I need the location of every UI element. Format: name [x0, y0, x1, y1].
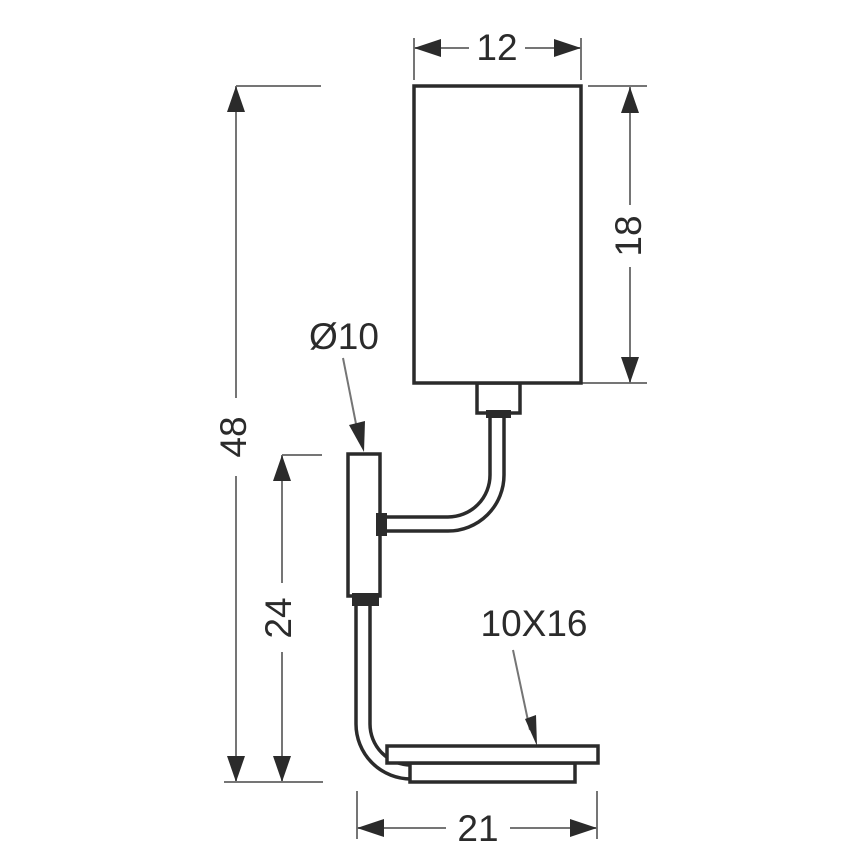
- leader-line: [512, 649, 531, 731]
- dimension-shade-height: 18: [572, 85, 649, 384]
- dimension-base-length: 21: [356, 791, 598, 849]
- lamp-shade: [412, 84, 583, 385]
- dim-value-24: 24: [258, 597, 299, 638]
- dim-arrow-up: [273, 455, 291, 481]
- bracket-arm-connector: [376, 513, 387, 536]
- dim-value-48: 48: [213, 416, 254, 457]
- dim-arrow-up: [621, 87, 639, 113]
- upper-arm-tube-inner: [379, 414, 503, 530]
- dimension-overall-height: 48: [213, 85, 321, 782]
- dim-value-21: 21: [457, 808, 498, 849]
- dim-arrow-right: [570, 819, 597, 837]
- dim-arrow-down: [621, 357, 639, 383]
- lamp-socket: [475, 381, 522, 415]
- leader-line: [342, 357, 359, 435]
- socket-neck: [486, 410, 511, 418]
- leader-arrow: [349, 421, 365, 452]
- dim-arrow-left: [357, 819, 384, 837]
- dim-arrow-down: [273, 756, 291, 782]
- dimension-lower-height: 24: [258, 454, 322, 782]
- lower-arm-tube-inner: [357, 602, 430, 778]
- dim-value-18: 18: [608, 215, 649, 256]
- dim-arrow-left: [414, 39, 441, 57]
- bracket-lower-neck: [352, 593, 379, 606]
- leader-arrow: [525, 715, 537, 746]
- base-plate-lower: [408, 761, 577, 784]
- dimension-shade-width: 12: [413, 27, 582, 80]
- dim-arrow-up: [227, 86, 245, 112]
- label-value-base-profile: 10X16: [481, 603, 588, 644]
- label-base-profile: 10X16: [481, 603, 588, 746]
- dim-value-12: 12: [476, 27, 517, 68]
- lamp-body: [346, 84, 600, 784]
- dim-arrow-down: [227, 756, 245, 782]
- label-value-diameter: Ø10: [309, 316, 379, 357]
- wall-bracket: [346, 452, 382, 598]
- label-tube-diameter: Ø10: [309, 316, 379, 452]
- dim-arrow-right: [554, 39, 581, 57]
- base-plate-upper: [385, 744, 600, 765]
